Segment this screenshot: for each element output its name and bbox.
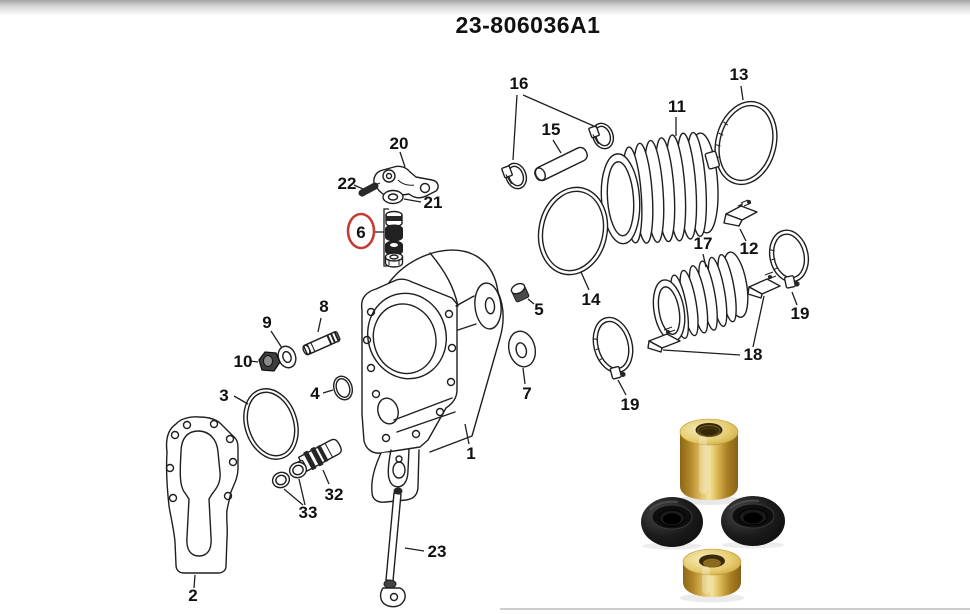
- part-20-lever-drawing: [373, 151, 439, 199]
- callout-14: 14: [582, 290, 601, 309]
- part-2-gasket-drawing: [165, 416, 239, 589]
- callout-13: 13: [730, 65, 749, 84]
- part-10-nut-drawing: [249, 351, 281, 372]
- part-3-oring-drawing: [233, 388, 299, 460]
- callout-15: 15: [542, 120, 561, 139]
- callout-32: 32: [325, 485, 344, 504]
- callout-12: 12: [740, 239, 759, 258]
- callout-7: 7: [522, 384, 531, 403]
- callout-11: 11: [668, 97, 686, 116]
- part-16-clamps-drawing: [501, 94, 615, 190]
- part-14-ring-drawing: [537, 186, 609, 291]
- callout-18: 18: [744, 345, 763, 364]
- part-23-rod-drawing: [379, 487, 425, 608]
- part-1-bell-housing-drawing: [360, 249, 504, 503]
- part-4-oring-drawing: [322, 375, 354, 401]
- callout-19b: 19: [791, 304, 810, 323]
- callout-10: 10: [234, 352, 253, 371]
- part-19-right-clamp-drawing: [768, 229, 810, 306]
- part-7-washer-drawing: [507, 330, 537, 385]
- large-brass-bushing: [678, 418, 740, 505]
- part-8-stud-drawing: [302, 317, 341, 356]
- callout-17: 17: [694, 234, 713, 253]
- callout-21: 21: [424, 193, 443, 212]
- part-18-brackets-drawing: [647, 271, 781, 356]
- part-21-washer-drawing: [382, 189, 422, 205]
- highlight-ellipse: [346, 212, 376, 250]
- bottom-divider: [500, 608, 970, 610]
- callout-16: 16: [510, 74, 529, 93]
- small-brass-bushing: [680, 548, 744, 603]
- part-12-clip-drawing: [723, 199, 758, 242]
- callout-5: 5: [534, 300, 543, 319]
- page-title: 23-806036A1: [455, 12, 601, 38]
- callout-33: 33: [299, 503, 318, 522]
- callout-4: 4: [310, 384, 320, 403]
- callout-19a: 19: [621, 395, 640, 414]
- part-22-pin-drawing: [353, 182, 381, 197]
- part-6-bushing-kit-drawing: [375, 208, 404, 268]
- part-17-bellows-drawing: [652, 251, 749, 342]
- rubber-seal-right: [721, 496, 785, 549]
- callout-6: 6: [356, 223, 365, 242]
- top-edge-gradient: [0, 0, 970, 16]
- part-5-plug-drawing: [510, 282, 535, 305]
- highlight-circle: [346, 212, 376, 250]
- callout-1: 1: [466, 444, 475, 463]
- callout-3: 3: [219, 386, 228, 405]
- callout-2: 2: [188, 586, 197, 605]
- callout-23: 23: [428, 542, 447, 561]
- rubber-seal-left: [641, 497, 703, 550]
- callout-20: 20: [390, 134, 409, 153]
- part-11-bellows-drawing: [600, 117, 719, 245]
- part-15-tube-drawing: [534, 139, 588, 182]
- callout-8: 8: [319, 297, 328, 316]
- callout-9: 9: [262, 313, 271, 332]
- product-photo: [641, 418, 785, 603]
- part-33-washers-drawing: [271, 461, 308, 506]
- part-13-clamp-drawing: [704, 85, 778, 186]
- part-19-left-clamp-drawing: [592, 316, 634, 396]
- callout-22: 22: [338, 174, 357, 193]
